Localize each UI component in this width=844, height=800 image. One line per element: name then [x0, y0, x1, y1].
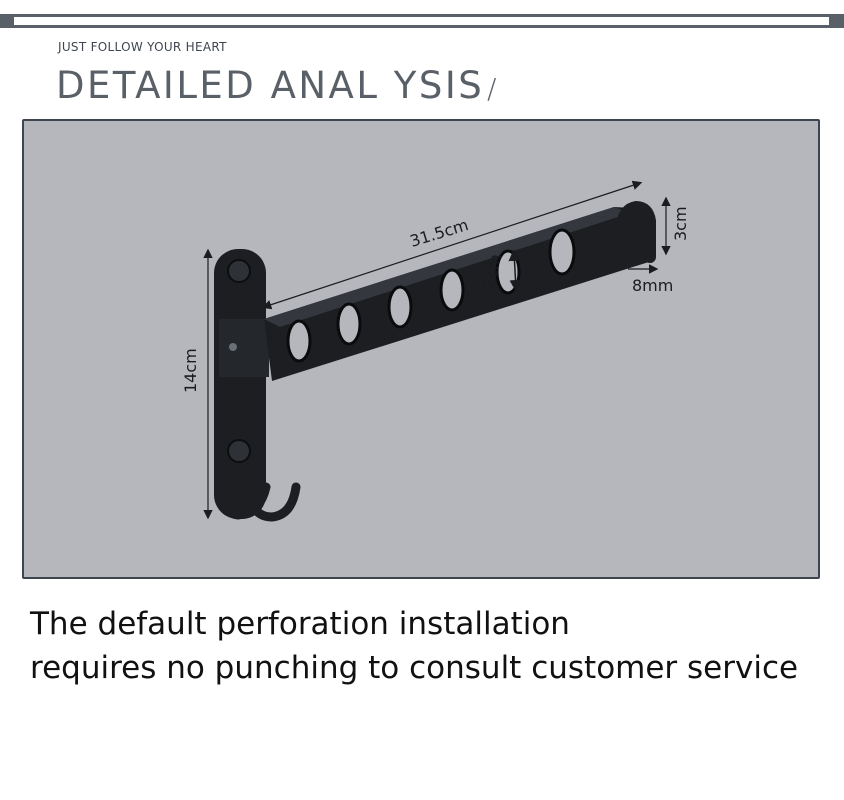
- arm-hole-6: [548, 228, 576, 276]
- thickness-label: 8mm: [632, 276, 673, 295]
- tagline: JUST FOLLOW YOUR HEART: [58, 40, 227, 54]
- screw-bottom: [227, 439, 251, 463]
- screw-top: [227, 259, 251, 283]
- product-image-panel: 31.5cm 2cm 3cm 8mm 14cm: [22, 119, 820, 579]
- arm-hole-1: [286, 319, 312, 363]
- caption-line-2: requires no punching to consult customer…: [30, 650, 799, 686]
- bottom-hooks: [220, 478, 301, 522]
- hinge-pin: [229, 343, 237, 351]
- hook-height-label: 3cm: [671, 206, 690, 241]
- arm-hole-4: [439, 268, 465, 312]
- hanger-illustration: 31.5cm 2cm 3cm 8mm 14cm: [181, 180, 690, 522]
- length-label: 31.5cm: [408, 215, 471, 251]
- top-frame-inner: [14, 17, 829, 25]
- plate-height-label: 14cm: [181, 348, 200, 393]
- arm-hole-2: [336, 302, 362, 346]
- hole-dimension-line: [508, 249, 522, 292]
- arm-hole-3: [387, 285, 413, 329]
- page-title: DETAILED ANAL YSIS: [56, 64, 485, 107]
- hinge-block: [219, 319, 269, 377]
- wall-plate: [214, 249, 266, 519]
- length-dimension-line: [261, 180, 643, 310]
- caption-line-1: The default perforation installation: [30, 606, 570, 642]
- title-slash: /: [487, 72, 497, 105]
